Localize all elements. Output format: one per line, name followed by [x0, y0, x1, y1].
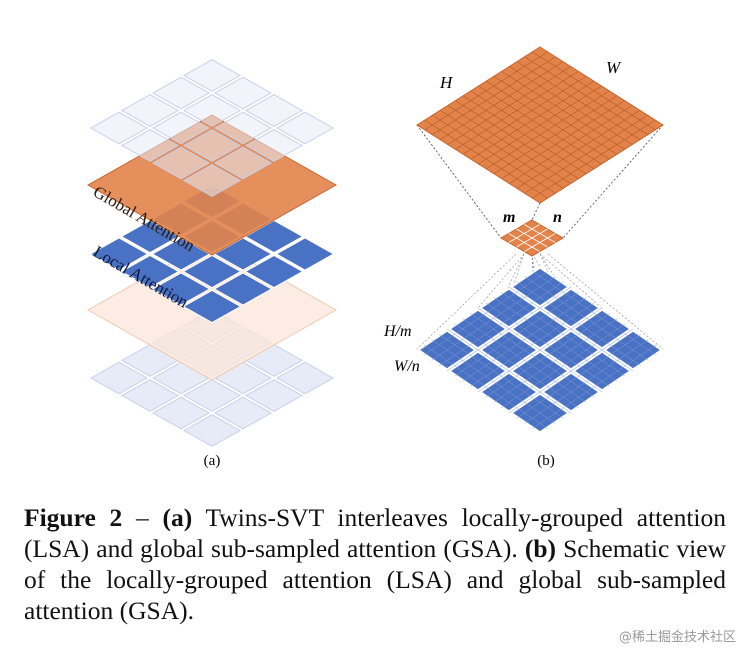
caption-a-text: Twins-SVT interleaves locally-grouped at…	[24, 503, 727, 563]
grid-line	[462, 318, 587, 403]
grid-line	[423, 344, 548, 429]
grid-line	[424, 119, 548, 199]
projection-line	[415, 253, 517, 351]
grid-line	[439, 110, 564, 189]
grid-line	[439, 334, 564, 419]
pale-tile	[182, 129, 242, 162]
pale-tile	[120, 94, 180, 127]
pale-tile	[151, 396, 211, 430]
projection-line	[531, 202, 541, 221]
blue-tile	[89, 237, 149, 271]
blue-tile	[213, 272, 273, 306]
grid-line	[532, 119, 656, 199]
pale-tile	[213, 396, 273, 430]
grid-line	[446, 328, 572, 414]
grid-line	[501, 323, 626, 408]
blue-tile	[120, 254, 180, 289]
grid-line	[532, 344, 657, 429]
subsampled-grid	[500, 219, 564, 257]
pale-tile	[244, 94, 304, 127]
pale-tile	[275, 111, 335, 145]
grid-line	[509, 105, 633, 184]
projection-line	[547, 253, 665, 351]
grid-line	[524, 114, 648, 194]
grid-line	[516, 110, 641, 189]
grid-line	[470, 313, 595, 398]
grid-line	[470, 90, 594, 170]
panel-label-b: (b)	[537, 453, 555, 469]
pale-tile	[182, 94, 242, 127]
pale-tile	[120, 379, 180, 412]
grid-line	[447, 105, 571, 184]
panel-label-a: (a)	[204, 453, 221, 469]
pale-tile	[120, 129, 180, 162]
grid-line	[508, 328, 634, 414]
h-label: H	[439, 73, 454, 92]
pale-tile	[151, 76, 211, 110]
pale-tile	[182, 59, 242, 92]
h-over-m-label: H/m	[383, 323, 412, 340]
pale-tile	[213, 146, 273, 180]
figure-label: Figure 2	[24, 503, 123, 532]
grid-line	[516, 228, 548, 248]
projection-line	[416, 124, 502, 239]
grid-line	[501, 100, 625, 179]
grid-line	[455, 100, 579, 179]
pale-tile	[89, 361, 149, 395]
w-label: W	[606, 58, 622, 77]
blue-tile	[151, 272, 211, 306]
figure-caption: Figure 2 – (a) Twins-SVT interleaves loc…	[24, 502, 726, 626]
global-feature-map	[416, 46, 664, 204]
grid-line	[431, 339, 556, 424]
grid-line	[493, 318, 618, 403]
projection-line	[562, 124, 664, 239]
grid-line	[516, 334, 641, 419]
pale-tile	[275, 361, 335, 395]
m-label: m	[503, 209, 515, 226]
pale-tile	[151, 146, 211, 180]
blue-tile	[182, 254, 242, 289]
w-over-n-label: W/n	[394, 358, 420, 375]
figure-diagram: Global Attention Local Attention (a) H W…	[86, 46, 665, 469]
caption-b-label: (b)	[524, 534, 557, 563]
blue-tile	[244, 254, 304, 289]
pale-tile	[244, 379, 304, 412]
grid-line	[462, 95, 587, 175]
pale-tile	[89, 111, 149, 145]
diagram-a: Global Attention Local Attention (a)	[86, 59, 338, 469]
projection-line	[531, 253, 541, 267]
grid-line	[454, 323, 579, 408]
grid-line	[485, 313, 610, 398]
blue-tile	[275, 237, 335, 271]
grid-line	[486, 90, 610, 170]
grid-line	[432, 114, 556, 194]
pale-tile	[182, 164, 242, 197]
grid-line	[478, 85, 602, 165]
caption-dash: –	[122, 503, 163, 532]
caption-b-text: Schematic view of the locally-grouped at…	[24, 534, 727, 625]
pale-tile	[244, 129, 304, 162]
n-label: n	[553, 209, 562, 226]
grid-line	[477, 307, 603, 393]
grid-line	[493, 95, 618, 175]
diagram-b: H W m n H/m W/n (b)	[383, 46, 665, 469]
pale-tile	[213, 76, 273, 110]
blue-tile	[182, 289, 242, 324]
pale-blue-top-layer	[89, 59, 335, 197]
pale-tile	[213, 111, 273, 145]
watermark: @稀土掘金技术社区	[618, 630, 736, 645]
grid-line	[508, 233, 540, 252]
projection-line	[539, 253, 603, 309]
pale-tile	[182, 379, 242, 412]
grid-line	[524, 339, 649, 424]
pale-tile	[151, 111, 211, 145]
pale-tile	[182, 414, 242, 447]
caption-a-label: (a)	[162, 503, 193, 532]
grid-line	[524, 233, 556, 252]
local-window-grid	[415, 265, 665, 435]
